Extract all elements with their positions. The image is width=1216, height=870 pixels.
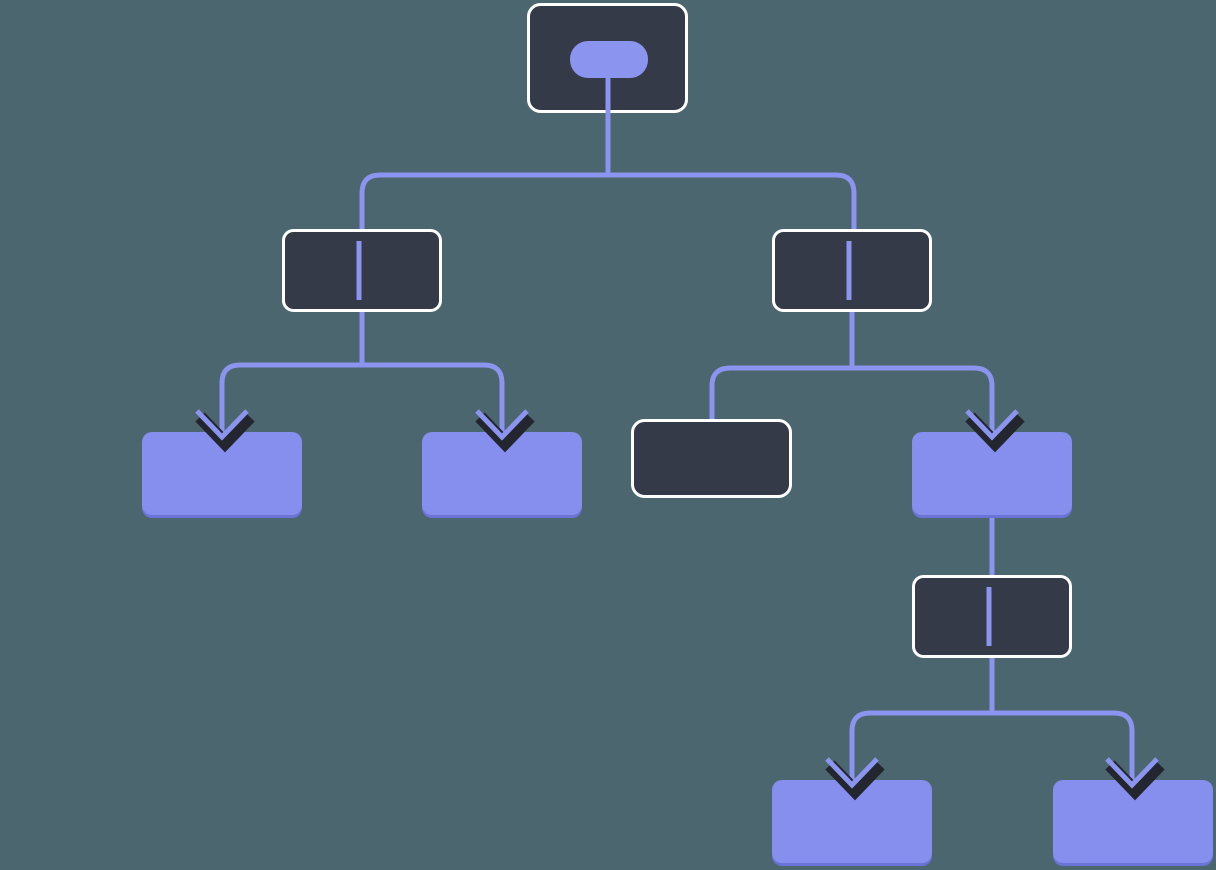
connector-edge-l2right-split — [709, 312, 995, 432]
node-body-l5-a[interactable] — [772, 780, 932, 863]
node-body-l3-c[interactable] — [631, 419, 792, 498]
connector-edge-l4-split — [849, 658, 1135, 780]
arrowhead-edge-l2left-split-1 — [475, 409, 535, 453]
arrowhead-tip — [195, 409, 249, 441]
node-glyph-pill-root — [570, 41, 648, 78]
node-l3-b[interactable] — [422, 432, 582, 518]
arrowhead-tip — [475, 409, 529, 441]
node-l3-c[interactable] — [631, 419, 792, 498]
arrowhead-tip — [825, 757, 879, 789]
node-l5-b[interactable] — [1053, 780, 1213, 866]
node-body-l3-b[interactable] — [422, 432, 582, 515]
node-body-l2-right[interactable] — [772, 229, 932, 312]
node-body-l3-d[interactable] — [912, 432, 1072, 515]
connector-edge-l2left-split — [219, 312, 505, 432]
node-body-l4[interactable] — [912, 575, 1072, 658]
connector-edge-root-split — [359, 113, 857, 229]
arrowhead-edge-l2right-split-0 — [965, 409, 1025, 453]
node-l2-right[interactable] — [772, 229, 932, 312]
node-l4[interactable] — [912, 575, 1072, 658]
arrowhead-edge-l4-split-1 — [1105, 757, 1165, 801]
arrowhead-tip — [1105, 757, 1159, 789]
node-root[interactable] — [527, 3, 688, 114]
node-l3-a[interactable] — [142, 432, 302, 518]
node-body-l5-b[interactable] — [1053, 780, 1213, 863]
arrowhead-edge-l4-split-0 — [825, 757, 885, 801]
node-l5-a[interactable] — [772, 780, 932, 866]
arrowhead-edge-l2left-split-0 — [195, 409, 255, 453]
node-l2-left[interactable] — [282, 229, 442, 312]
node-body-l3-a[interactable] — [142, 432, 302, 515]
node-body-l2-left[interactable] — [282, 229, 442, 312]
node-l3-d[interactable] — [912, 432, 1072, 518]
arrowhead-tip — [965, 409, 1019, 441]
